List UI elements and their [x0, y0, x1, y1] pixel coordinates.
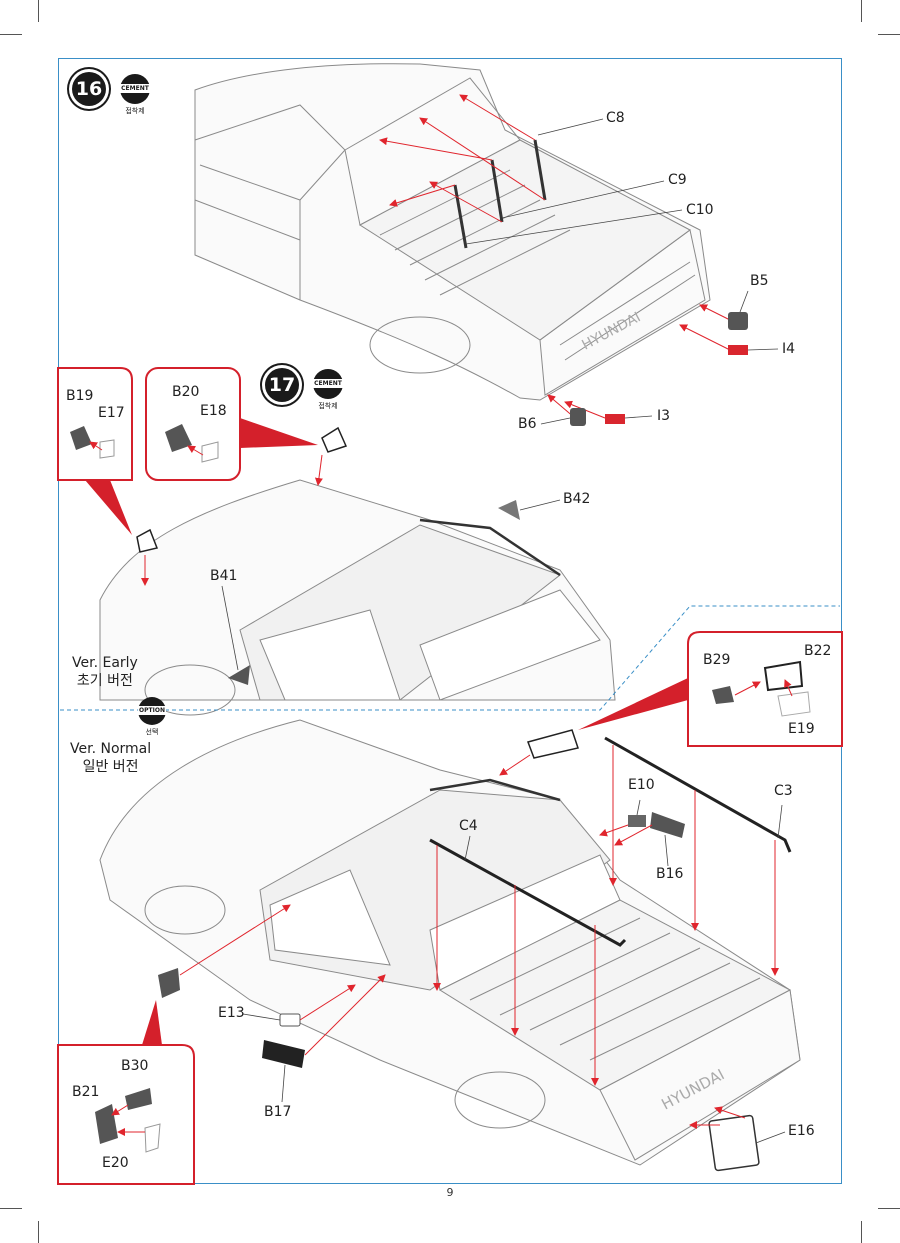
option-badge-sub: 선택	[145, 728, 159, 736]
part-label-i4: I4	[782, 341, 796, 357]
cement-badge-icon: CEMENT	[120, 74, 150, 104]
crop-mark	[878, 34, 900, 35]
version-normal-line2: 일반 버전	[82, 759, 139, 775]
page-frame	[58, 58, 842, 1184]
divider-dashed	[60, 605, 840, 711]
callout-b22	[687, 631, 843, 747]
part-b16	[650, 812, 685, 838]
part-b42	[498, 500, 520, 520]
truck-full-normal: HYUNDAI	[99, 719, 801, 1166]
crop-mark	[861, 1221, 862, 1243]
part-label-e16: E16	[788, 1123, 815, 1139]
part-label-b19: B19	[66, 388, 94, 404]
part-label-b16: B16	[656, 866, 684, 882]
part-e13	[279, 1013, 301, 1027]
mirror-step17	[321, 426, 348, 453]
crop-mark	[0, 1208, 22, 1209]
part-label-e20: E20	[102, 1155, 129, 1171]
part-label-e13: E13	[218, 1005, 245, 1021]
callout-pointer-b22	[578, 678, 688, 730]
leader-lines-step16	[465, 118, 779, 425]
crop-mark	[38, 1221, 39, 1243]
part-label-b42: B42	[563, 491, 591, 507]
part-b5	[728, 312, 748, 330]
part-label-e19: E19	[788, 721, 815, 737]
truck-front-step17	[99, 479, 616, 716]
arrows-normal	[179, 745, 779, 1129]
option-badge-label: OPTION	[138, 706, 166, 715]
cement-badge-label: CEMENT	[313, 379, 343, 388]
option-badge-icon: OPTION	[138, 697, 166, 725]
part-label-e17: E17	[98, 405, 125, 421]
part-label-b6: B6	[518, 416, 537, 432]
part-label-i3: I3	[657, 408, 671, 424]
parts-step17	[136, 426, 520, 685]
page-number: 9	[446, 1186, 454, 1199]
version-normal-line1: Ver. Normal	[70, 741, 152, 757]
callout-b19	[57, 367, 133, 481]
cement-badge-sub: 접착제	[318, 402, 338, 410]
part-label-b21: B21	[72, 1084, 100, 1100]
part-label-b22: B22	[804, 643, 832, 659]
parts-step16	[570, 312, 748, 426]
part-i3	[605, 414, 625, 424]
part-b41	[228, 665, 250, 685]
crop-mark	[0, 34, 22, 35]
part-label-e10: E10	[628, 777, 655, 793]
part-label-c3: C3	[774, 783, 793, 799]
part-b17	[262, 1040, 305, 1068]
version-early-line1: Ver. Early	[72, 655, 138, 671]
arrows-step17	[141, 454, 323, 586]
part-label-b41: B41	[210, 568, 238, 584]
side-rails-normal	[429, 736, 792, 947]
leader-lines-normal	[242, 799, 786, 1144]
version-early-label: Ver. Early 초기 버전	[72, 654, 138, 690]
part-label-b5: B5	[750, 273, 769, 289]
rack-rods-step16	[453, 139, 547, 249]
part-label-c10: C10	[686, 202, 714, 218]
crop-mark	[861, 0, 862, 22]
step-16-number: 16	[72, 72, 106, 106]
leader-lines-step17	[221, 499, 561, 671]
part-e10	[628, 815, 646, 827]
part-label-c8: C8	[606, 110, 625, 126]
arrows-step16	[379, 94, 731, 419]
part-b6	[570, 408, 586, 426]
step-17-number: 17	[265, 368, 299, 402]
mirror-early	[136, 528, 159, 553]
crop-mark	[38, 0, 39, 22]
part-label-b20: B20	[172, 384, 200, 400]
version-normal-label: Ver. Normal 일반 버전	[70, 740, 151, 776]
part-label-b29: B29	[703, 652, 731, 668]
part-label-c9: C9	[668, 172, 687, 188]
mirror-normal	[527, 729, 579, 759]
part-i4	[728, 345, 748, 355]
callout-parts-17	[70, 424, 219, 463]
part-label-c4: C4	[459, 818, 478, 834]
parts-normal	[158, 729, 760, 1172]
part-label-b30: B30	[121, 1058, 149, 1074]
part-label-e18: E18	[200, 403, 227, 419]
callout-pointer-b19	[85, 480, 132, 535]
callout-parts-b22	[712, 660, 811, 717]
part-e16	[708, 1114, 760, 1172]
cement-badge-label: CEMENT	[120, 84, 150, 93]
crop-mark	[878, 1208, 900, 1209]
cement-badge-icon: CEMENT	[313, 369, 343, 399]
callout-pointer-b20	[240, 418, 318, 448]
mirror-b21-b30	[158, 968, 180, 998]
callout-pointer-b30	[142, 1000, 162, 1045]
cement-badge-sub: 접착제	[125, 107, 145, 115]
part-label-b17: B17	[264, 1104, 292, 1120]
callout-b30	[57, 1044, 195, 1185]
version-early-line2: 초기 버전	[76, 673, 133, 689]
truck-rear-step16: HYUNDAI	[194, 63, 711, 401]
